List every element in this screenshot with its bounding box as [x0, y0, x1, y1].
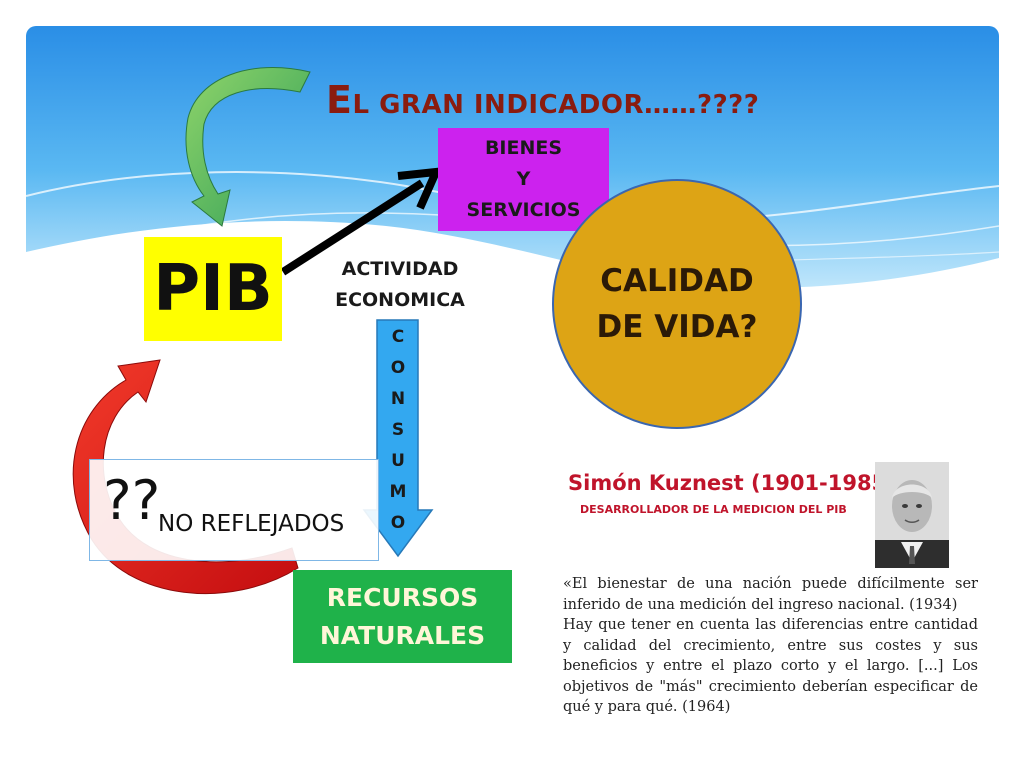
kuznets-name: Simón Kuznest (1901-1985) [568, 471, 896, 495]
recursos-line-2: NATURALES [319, 620, 486, 650]
recursos-naturales-box: RECURSOS NATURALES [293, 570, 512, 663]
kuznets-role: DESARROLLADOR DE LA MEDICION DEL PIB [580, 503, 847, 516]
slide-title: EL GRAN INDICADOR……???? [326, 78, 759, 122]
recursos-line-1: RECURSOS [326, 582, 479, 612]
bienes-servicios-box: BIENES Y SERVICIOS [438, 128, 609, 231]
consumo-letter: U [391, 451, 405, 471]
pib-box: PIB [144, 237, 282, 341]
bienes-line-3: SERVICIOS [466, 199, 581, 221]
quote-paragraph-1: «El bienestar de una nación puede difíci… [563, 576, 978, 613]
no-reflejados-label: NO REFLEJADOS [158, 511, 345, 537]
no-reflejados-box [89, 459, 379, 561]
actividad-line-1: ACTIVIDAD [341, 258, 459, 280]
consumo-label: C O N S U M O [383, 322, 413, 539]
consumo-letter: S [391, 420, 405, 440]
bienes-line-2: Y [516, 168, 531, 190]
consumo-letter: M [389, 482, 407, 502]
consumo-letter: N [390, 389, 406, 409]
portrait-photo-icon [875, 462, 949, 568]
consumo-letter: C [391, 327, 405, 347]
actividad-economica-label: ACTIVIDAD ECONOMICA [320, 254, 480, 316]
calidad-line-2: DE VIDA? [596, 309, 758, 345]
calidad-line-1: CALIDAD [600, 263, 754, 299]
consumo-letter: O [390, 513, 406, 533]
question-marks: ?? [103, 469, 161, 532]
bienes-line-1: BIENES [484, 137, 563, 159]
black-diagonal-arrow-icon [280, 167, 443, 276]
quote-paragraph-2: Hay que tener en cuenta las diferencias … [563, 617, 978, 715]
actividad-line-2: ECONOMICA [335, 289, 465, 311]
kuznets-quote: «El bienestar de una nación puede difíci… [563, 574, 978, 718]
title-rest: L GRAN INDICADOR……???? [352, 90, 760, 120]
consumo-letter: O [390, 358, 406, 378]
calidad-de-vida-circle: CALIDAD DE VIDA? [552, 179, 802, 429]
title-initial: E [326, 78, 353, 122]
curved-green-arrow-icon [185, 67, 311, 227]
